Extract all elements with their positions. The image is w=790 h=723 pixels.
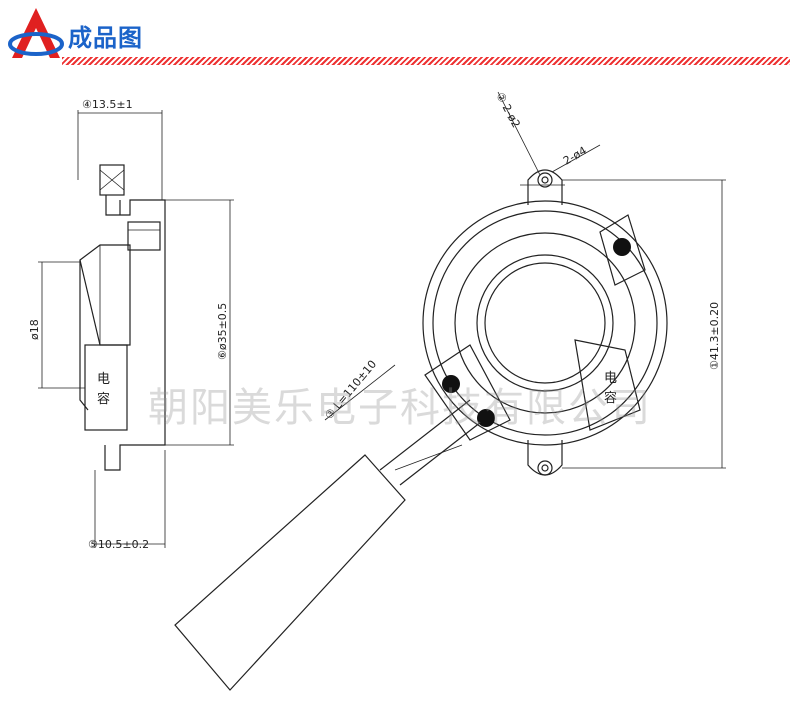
capacitor-label-front-1: 电 xyxy=(604,371,617,386)
header-divider xyxy=(62,57,790,65)
dim-label-6: ⑥ø35±0.5 xyxy=(216,303,229,360)
company-logo-icon xyxy=(8,8,64,58)
terminal-dot-2 xyxy=(442,375,460,393)
capacitor-label-side-1: 电 xyxy=(97,372,110,387)
dim-label-2: ② 2-ø2 xyxy=(493,90,522,130)
page-title: 成品图 xyxy=(68,24,143,52)
dim-label-2b: 2-ø4 xyxy=(561,144,589,168)
capacitor-label-front-2: 容 xyxy=(604,390,617,406)
dim-label-5: ⑤10.5±0.2 xyxy=(88,538,149,551)
company-watermark: 朝阳美乐电子科技有限公司 xyxy=(148,385,652,431)
side-view xyxy=(38,110,234,548)
terminal-dot-1 xyxy=(613,238,631,256)
terminal-dot-3 xyxy=(477,409,495,427)
capacitor-label-side-2: 容 xyxy=(97,391,110,407)
dim-label-phi18: ø18 xyxy=(28,319,41,340)
dim-label-4: ④13.5±1 xyxy=(82,98,133,111)
dim-label-1: ①41.3±0.20 xyxy=(708,302,721,370)
page-header: 成品图 xyxy=(0,0,790,70)
front-view xyxy=(174,91,726,691)
